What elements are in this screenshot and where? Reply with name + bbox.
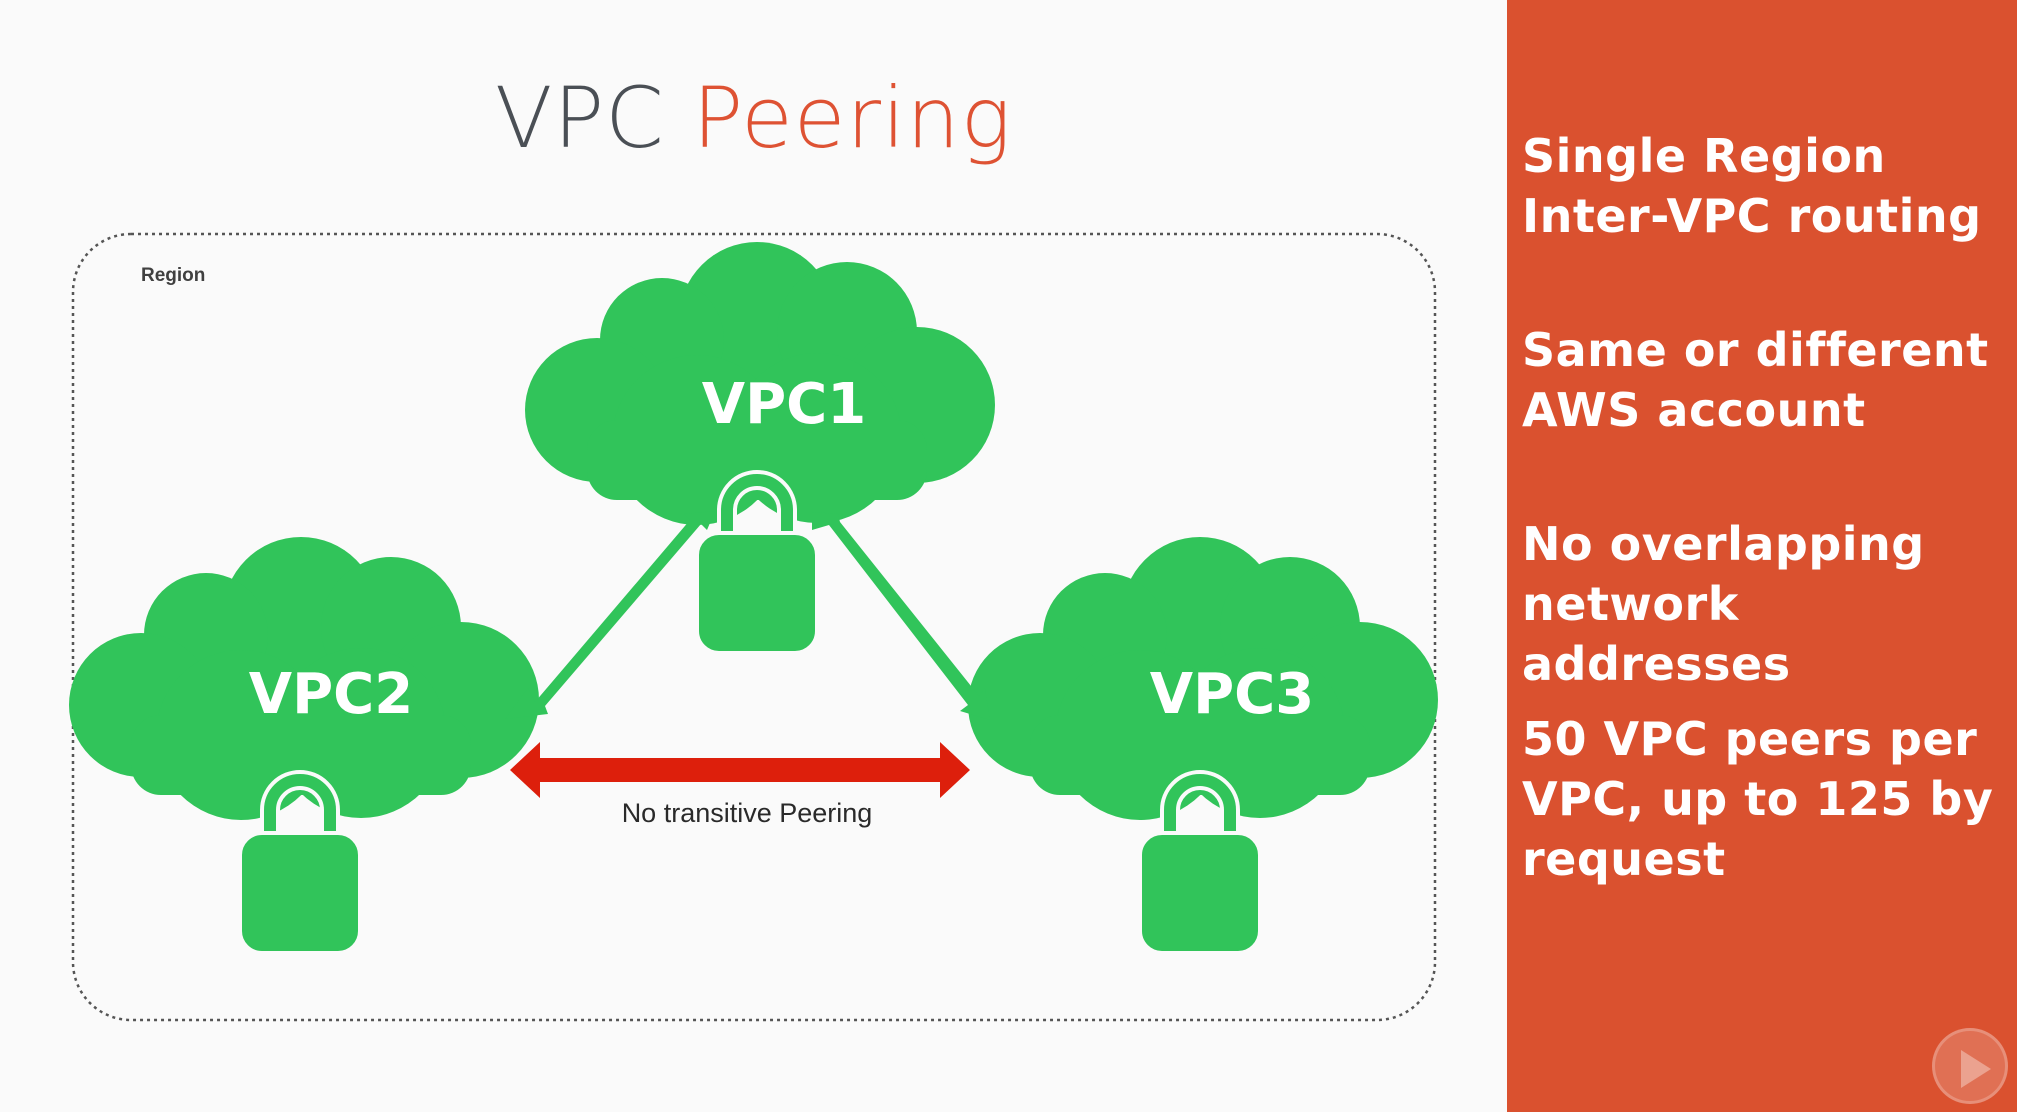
vpc-peering-diagram: Region VPC1 VPC2 VPC3 <box>69 232 1438 1022</box>
play-icon <box>1961 1050 1991 1088</box>
point-vpc-peers-limit: 50 VPC peers per VPC, up to 125 by reque… <box>1522 712 1994 886</box>
page-title: VPC Peering <box>0 68 1507 168</box>
region-label: Region <box>141 265 205 286</box>
point-single-region: Single Region Inter-VPC routing <box>1522 129 1982 243</box>
no-transitive-arrow-icon <box>510 742 970 798</box>
point-overlapping-addresses: No overlapping network addresses <box>1522 517 1925 691</box>
title-part-peering: Peering <box>692 69 1013 167</box>
vpc2-label: VPC2 <box>249 662 413 727</box>
region-boundary <box>71 232 1437 1022</box>
peering-arrow-vpc1-vpc3-icon <box>812 512 990 720</box>
side-panel: Single Region Inter-VPC routing Same or … <box>1507 0 2017 1112</box>
slide-main: VPC Peering Region <box>0 68 1507 1022</box>
peering-arrow-vpc1-vpc2-icon <box>505 511 715 719</box>
vpc3-label: VPC3 <box>1150 662 1314 727</box>
title-part-vpc: VPC <box>494 69 665 167</box>
no-transitive-peering-label: No transitive Peering <box>622 798 873 828</box>
point-aws-account: Same or different AWS account <box>1522 323 1989 437</box>
vpc1-label: VPC1 <box>702 372 866 437</box>
play-button[interactable] <box>1932 1028 2008 1104</box>
